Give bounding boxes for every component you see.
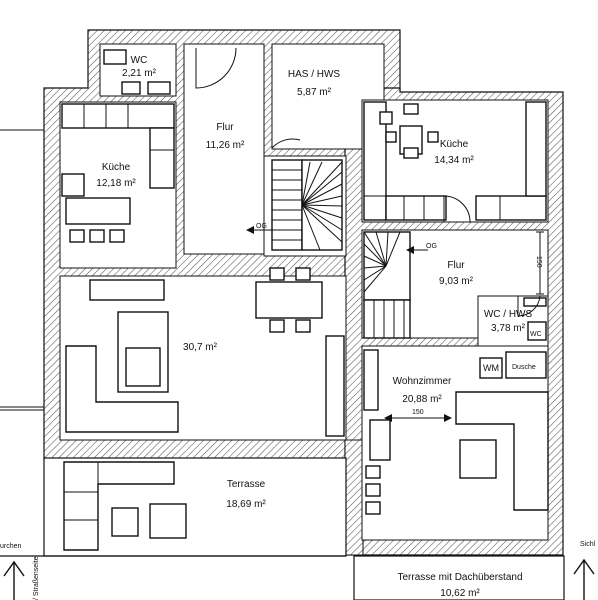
wohnzimmer-furniture (363, 349, 549, 515)
has-hws-name: HAS / HWS (288, 69, 341, 80)
terrasse-dach-name: Terrasse mit Dachüberstand (397, 572, 522, 583)
og-right-label: OG (426, 243, 437, 250)
edge-left-text: urchen (0, 543, 22, 550)
kueche-right-name: Küche (440, 139, 469, 150)
staircase-right-icon (363, 231, 428, 339)
edge-left-vertical: / Straßenseite (33, 556, 40, 600)
dim-150-vertical: 150 (535, 256, 542, 268)
flur-top-area: 11,26 m² (206, 140, 245, 151)
wohnzimmer-area: 20,88 m² (402, 394, 442, 405)
terrasse-area: 18,69 m² (226, 499, 266, 510)
kueche-left-name: Küche (102, 162, 131, 173)
room-labels: WC 2,21 m² Flur 11,26 m² HAS / HWS 5,87 … (96, 55, 532, 599)
edge-right-text: Sichl (580, 541, 596, 548)
wc-top-furniture (103, 49, 171, 95)
living-left-furniture (65, 267, 345, 437)
door-swing-icon (195, 47, 541, 317)
wc-top-name: WC (131, 55, 148, 66)
og-left-label: OG (256, 223, 267, 230)
wc-small-label: WC (530, 331, 542, 338)
dimension-vertical (536, 231, 544, 295)
north-arrow-icon (3, 560, 25, 600)
flur-top-name: Flur (216, 122, 234, 133)
dim-150-horizontal: 150 (412, 409, 424, 416)
has-hws-area: 5,87 m² (297, 87, 332, 98)
wc-hws-area: 3,78 m² (491, 323, 526, 334)
terrasse-name: Terrasse (227, 479, 266, 490)
dusche-label: Dusche (512, 364, 536, 371)
wc-hws-right-furniture (479, 297, 547, 379)
flur-right-name: Flur (447, 260, 465, 271)
north-arrow-right-icon (573, 558, 595, 600)
kueche-left-furniture (61, 103, 175, 243)
flur-right-area: 9,03 m² (439, 276, 474, 287)
wc-top-area: 2,21 m² (122, 68, 157, 79)
wohnzimmer-name: Wohnzimmer (393, 376, 452, 387)
staircase-icon (246, 159, 343, 251)
living-left-area: 30,7 m² (183, 342, 218, 353)
small-labels: OG OG WC WM Dusche 150 150 urchen / Stra… (0, 223, 596, 600)
kueche-right-area: 14,34 m² (434, 155, 474, 166)
wm-label: WM (483, 363, 499, 373)
terrasse-dach-area: 10,62 m² (440, 588, 480, 599)
kueche-right-furniture (363, 101, 547, 221)
terrace-furniture (63, 461, 187, 551)
wc-hws-name: WC / HWS (484, 309, 533, 320)
kueche-left-area: 12,18 m² (96, 178, 136, 189)
